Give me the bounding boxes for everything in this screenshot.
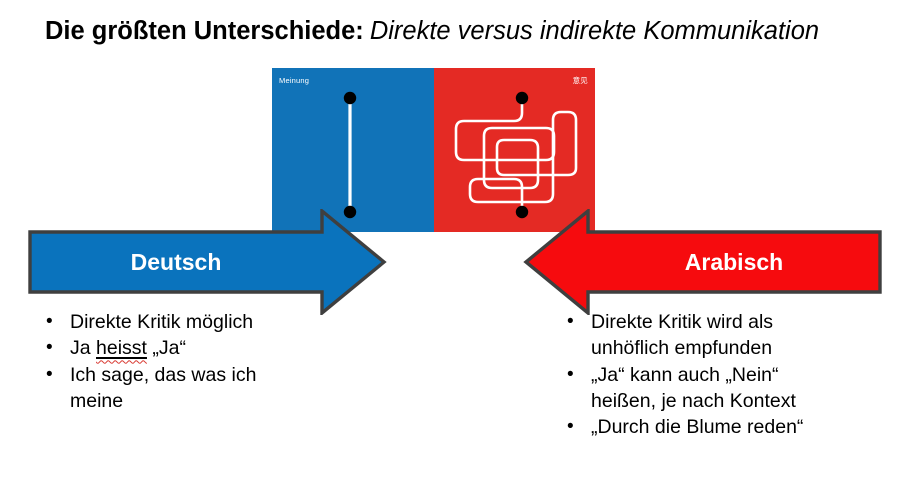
- page-title: Die größten Unterschiede:Direkte versus …: [45, 15, 819, 47]
- list-item: „Durch die Blume reden“: [565, 414, 827, 441]
- list-item-text: „Durch die Blume reden“: [591, 416, 804, 439]
- list-item-text: Direkte Kritik wird als unhöflich empfun…: [591, 311, 774, 360]
- title-bold-part: Die größten Unterschiede:: [45, 17, 364, 45]
- arabisch-arrow: [523, 209, 882, 315]
- list-item: Direkte Kritik möglich: [44, 309, 296, 336]
- misspelled-word: heisst: [96, 337, 147, 359]
- list-item-text-pre: Ja: [70, 337, 97, 360]
- list-item-text: Direkte Kritik möglich: [70, 311, 254, 333]
- deutsch-arrow-label: Deutsch: [130, 248, 222, 275]
- list-item: Direkte Kritik wird als unhöflich empfun…: [565, 309, 827, 362]
- tangled-line-graphic: [454, 91, 577, 219]
- list-item: Ich sage, das was ich meine: [44, 362, 296, 415]
- title-italic-part: Direkte versus indirekte Kommunikation: [369, 17, 820, 45]
- panel-label-yijian: 意见: [572, 76, 588, 85]
- arabisch-arrow-label: Arabisch: [684, 248, 784, 275]
- arabisch-bullet-list: Direkte Kritik wird als unhöflich empfun…: [565, 309, 827, 441]
- deutsch-bullet-list: Direkte Kritik möglich Ja heisst „Ja“ Ic…: [44, 309, 296, 414]
- deutsch-arrow: [28, 209, 387, 315]
- list-item: „Ja“ kann auch „Nein“ heißen, je nach Ko…: [565, 362, 827, 415]
- spellcheck-squiggle: heisst: [96, 337, 147, 360]
- indirect-communication-panel: 意见: [433, 68, 595, 232]
- panel-label-meinung: Meinung: [279, 76, 310, 85]
- direct-communication-panel: Meinung: [272, 68, 434, 232]
- straight-line-graphic: [343, 91, 357, 219]
- list-item-text: „Ja“ kann auch „Nein“ heißen, je nach Ko…: [591, 363, 796, 412]
- list-item: Ja heisst „Ja“: [44, 335, 296, 362]
- communication-illustration: Meinung 意见: [272, 68, 595, 232]
- list-item-text: Ich sage, das was ich meine: [70, 363, 257, 412]
- list-item-text-post: „Ja“: [146, 337, 186, 360]
